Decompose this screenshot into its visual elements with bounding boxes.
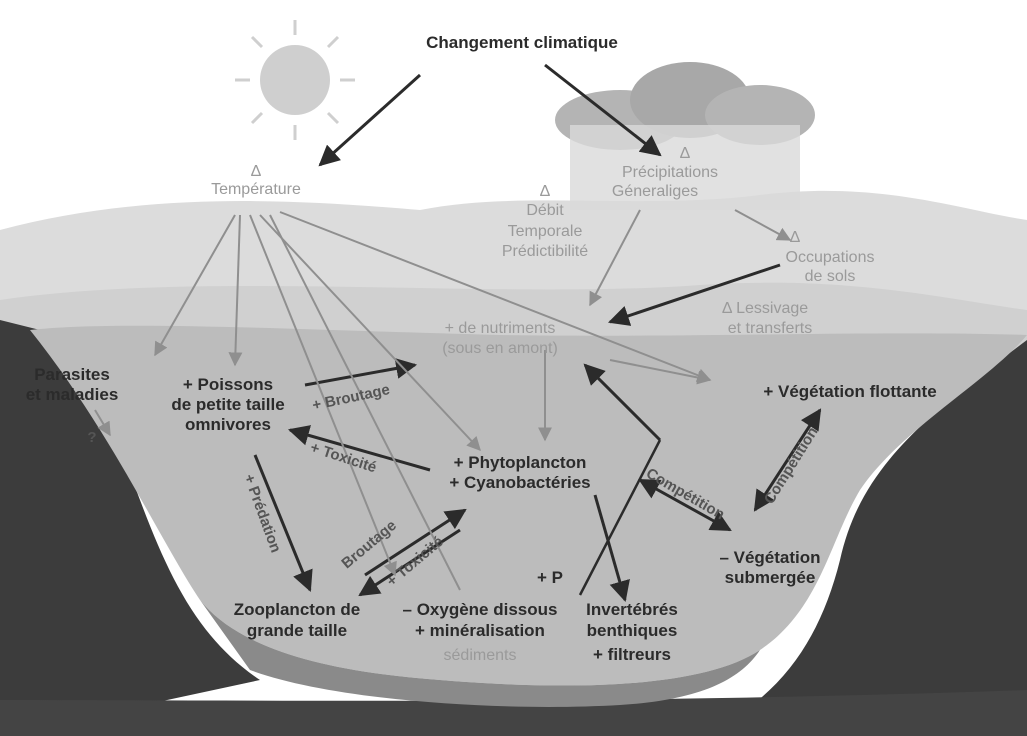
precip-label-1: Précipitations bbox=[622, 164, 718, 181]
debit-delta: Δ bbox=[540, 183, 551, 200]
occupation-label-2: de sols bbox=[805, 268, 856, 285]
ground-left bbox=[0, 320, 260, 736]
nutriments-label-2: (sous en amont) bbox=[442, 340, 558, 357]
debit-label-2: Temporale bbox=[508, 223, 583, 240]
debit-label-1: Débit bbox=[526, 202, 564, 219]
lessivage-label-1: Δ Lessivage bbox=[722, 300, 808, 317]
phyto-label-2: + Cyanobactéries bbox=[449, 473, 590, 492]
invert-label-2: benthiques bbox=[587, 621, 678, 640]
zoo-label-1: Zooplancton de bbox=[234, 600, 361, 619]
phyto-label-1: + Phytoplancton bbox=[454, 453, 587, 472]
diagram-title: Changement climatique bbox=[426, 33, 618, 52]
ground-right bbox=[700, 340, 1027, 736]
invert-label-3: + filtreurs bbox=[593, 645, 671, 664]
invert-label-1: Invertébrés bbox=[586, 600, 678, 619]
vegetation-flottante-label: + Végétation flottante bbox=[763, 382, 936, 401]
dark-arrows bbox=[253, 63, 822, 603]
temperature-label: Température bbox=[211, 181, 301, 198]
occupation-label-1: Occupations bbox=[786, 249, 875, 266]
sun-icon bbox=[235, 20, 355, 140]
precip-delta: Δ bbox=[680, 145, 691, 162]
sediment-layer bbox=[200, 600, 760, 707]
lessivage-label-2: et transferts bbox=[728, 320, 812, 337]
temperature-delta: Δ bbox=[251, 163, 262, 180]
nutriments-label-1: + de nutriments bbox=[445, 320, 556, 337]
vegetation-submergee-label-2: submergée bbox=[725, 568, 816, 587]
occupation-delta: Δ bbox=[790, 229, 801, 246]
poissons-label-2: de petite taille bbox=[171, 395, 284, 414]
precip-label-2: Géneraliges bbox=[612, 183, 698, 200]
debit-label-3: Prédictibilité bbox=[502, 243, 588, 260]
plus-p-label: + P bbox=[537, 568, 563, 587]
ground-bottom bbox=[0, 690, 1027, 736]
question-mark: ? bbox=[87, 429, 96, 446]
poissons-label-1: + Poissons bbox=[183, 375, 273, 394]
parasites-label-1: Parasites bbox=[34, 365, 110, 384]
light-arrows bbox=[94, 209, 792, 591]
oxygene-label-2: + minéralisation bbox=[415, 621, 545, 640]
zoo-label-2: grande taille bbox=[247, 621, 347, 640]
oxygene-label-1: – Oxygène dissous bbox=[403, 600, 558, 619]
cloud-icon bbox=[555, 62, 815, 210]
poissons-label-3: omnivores bbox=[185, 415, 271, 434]
parasites-label-2: et maladies bbox=[26, 385, 119, 404]
vegetation-submergee-label-1: – Végétation bbox=[719, 548, 820, 567]
oxygene-label-3: sédiments bbox=[444, 647, 517, 664]
